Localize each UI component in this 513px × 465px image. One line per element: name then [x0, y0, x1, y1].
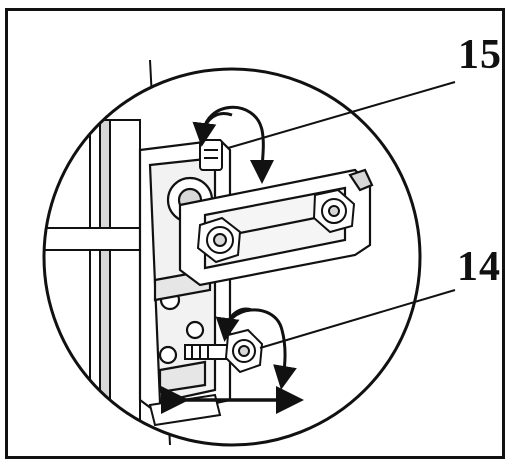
- vertical-post: [89, 119, 141, 445]
- leader-line-14: [259, 289, 456, 349]
- leader-line-15: [227, 81, 456, 149]
- upper-adjustment-screw: [199, 139, 223, 171]
- rotation-arrow-lower: [215, 307, 297, 390]
- callout-label-15: 15: [458, 32, 502, 78]
- fork-bolt-right: [312, 188, 356, 234]
- fork-bolt-left: [196, 216, 242, 264]
- leader-lines: [227, 81, 456, 349]
- callout-label-14: 14: [457, 244, 501, 290]
- rotation-arrow-upper: [192, 105, 275, 184]
- magnify-circle: [42, 67, 422, 447]
- magnified-detail: [44, 69, 420, 445]
